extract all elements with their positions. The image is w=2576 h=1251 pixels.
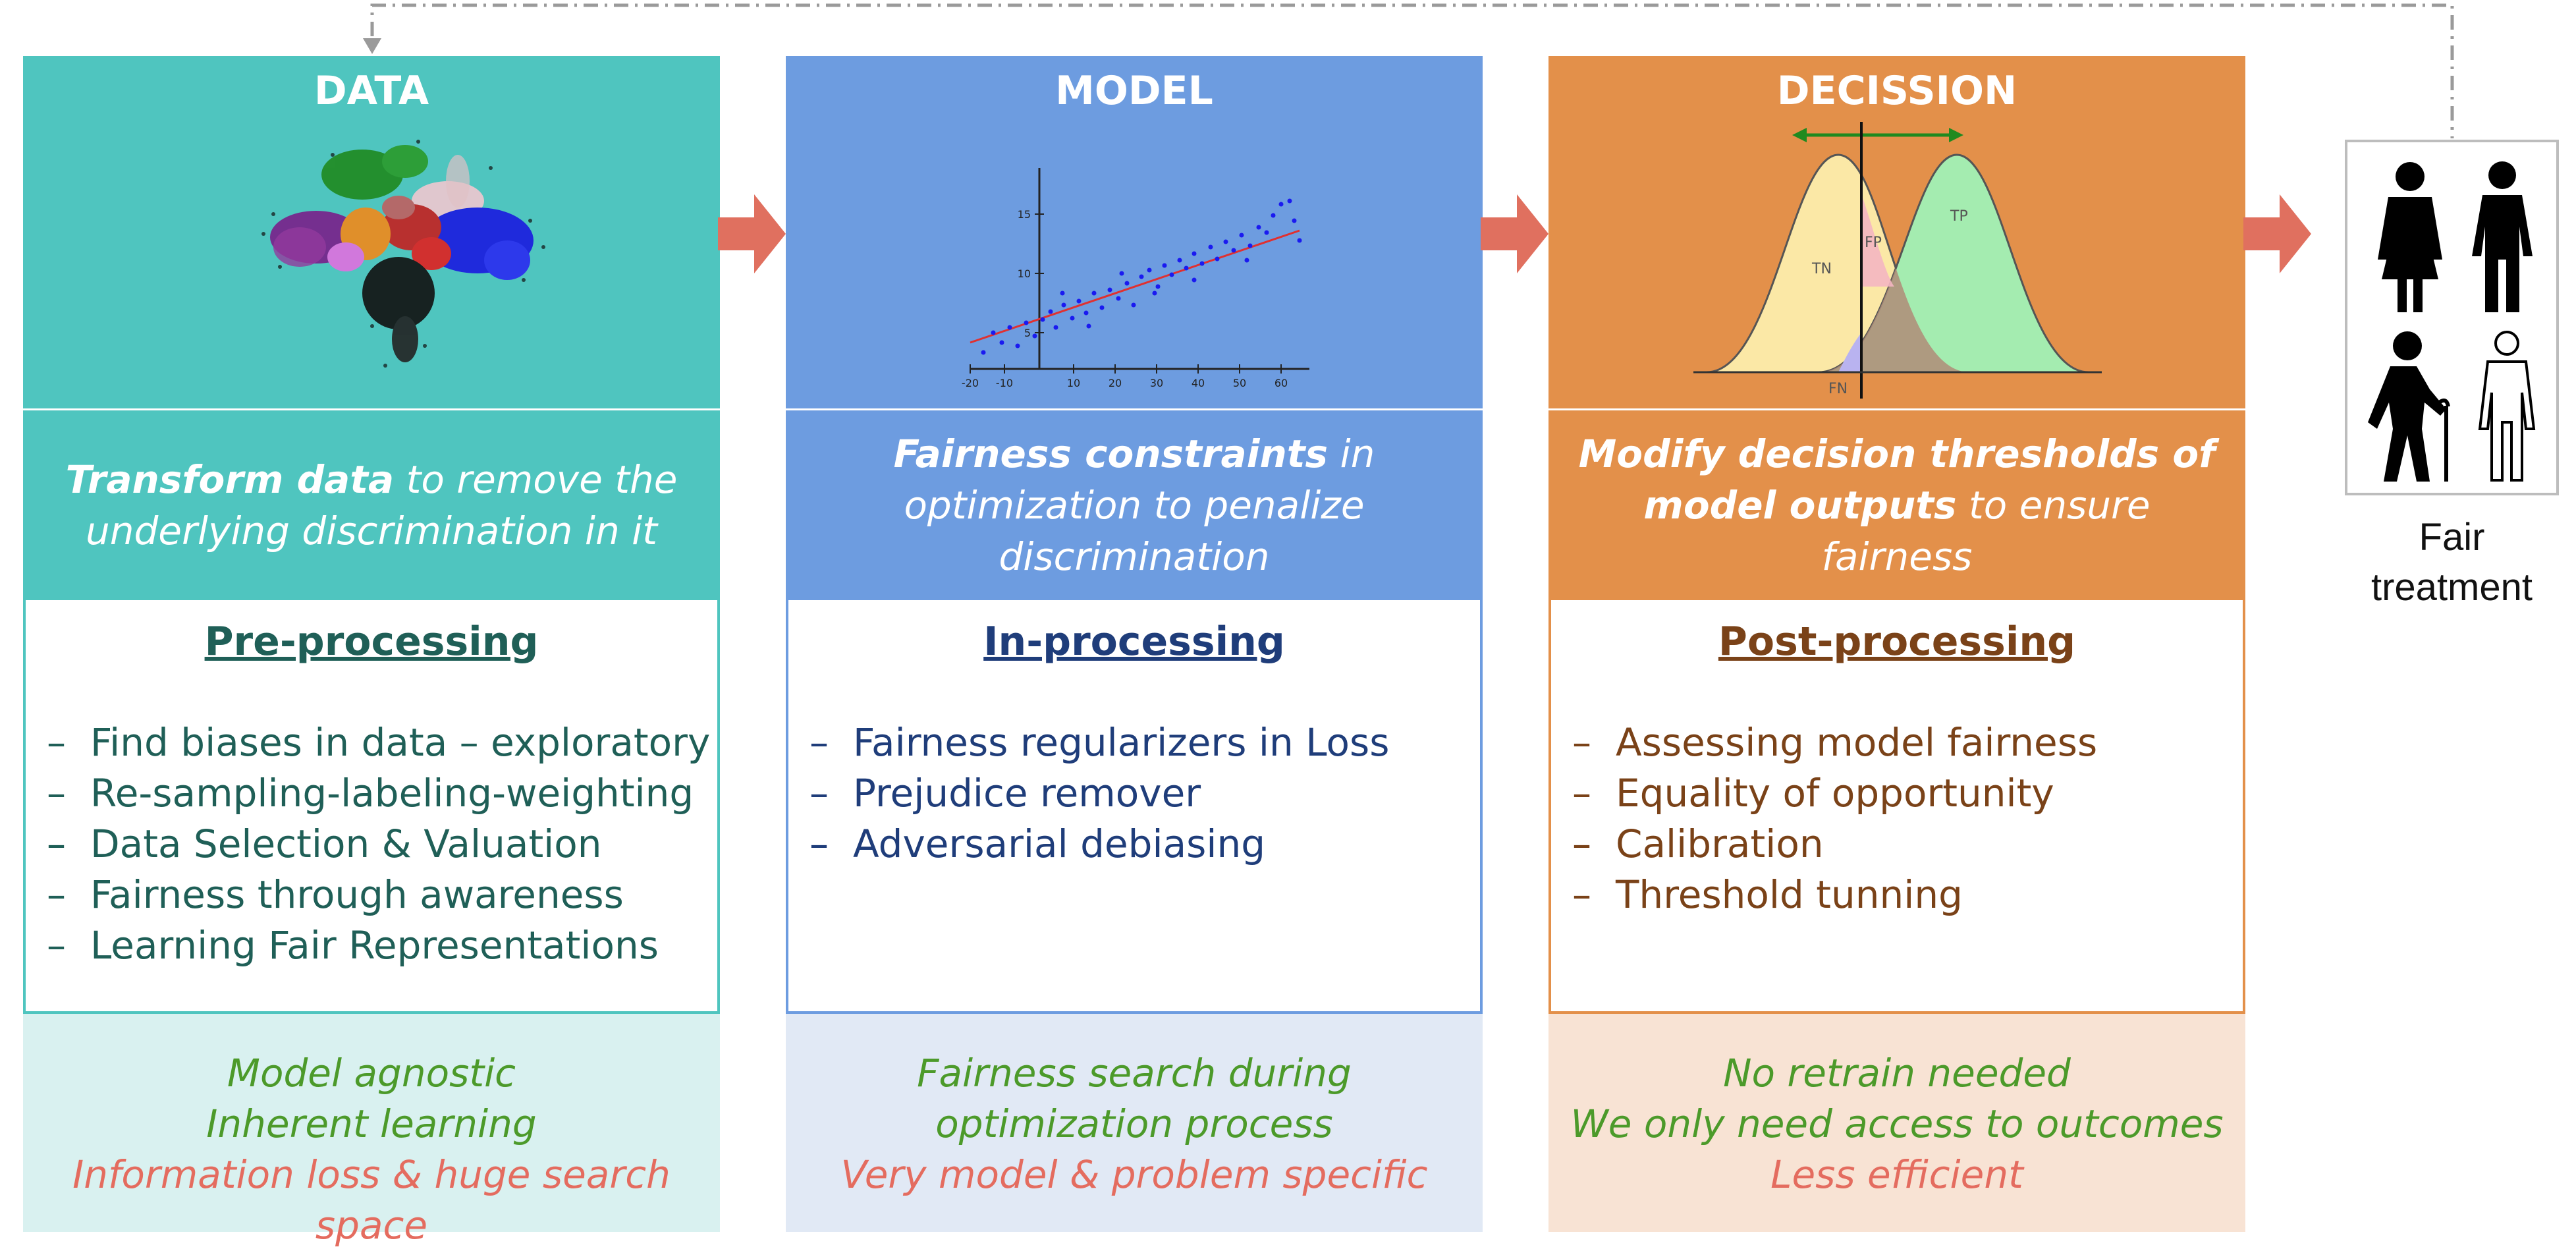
model-description-bold: Fairness constraints <box>893 431 1329 476</box>
fair-treatment-label: Fair treatment <box>2345 513 2559 613</box>
arrow-right-icon <box>1481 194 1548 273</box>
tp-label: TP <box>1950 208 1968 225</box>
model-header-title: MODEL <box>1055 68 1213 114</box>
list-item: –Assessing model fairness <box>1572 720 2098 765</box>
fair-treatment-line1: Fair <box>2419 516 2485 559</box>
x-tick-label: 30 <box>1150 377 1163 389</box>
model-methods-panel: In-processing –Fairness regularizers in … <box>786 600 1483 1014</box>
x-tick-label: -10 <box>996 377 1013 389</box>
model-column: MODEL -20 -10 10 20 30 40 50 60 <box>786 56 1483 1232</box>
list-item: –Threshold tunning <box>1572 872 1963 917</box>
list-item: –Data Selection & Valuation <box>47 821 602 866</box>
x-tick-label: 10 <box>1067 377 1080 389</box>
model-methods-list: –Fairness regularizers in Loss –Prejudic… <box>809 717 1389 870</box>
data-column: DATA <box>23 56 720 1248</box>
x-tick-label: -20 <box>962 377 979 389</box>
data-header-panel: DATA <box>23 56 720 408</box>
decision-header-title: DECISSION <box>1776 68 2017 114</box>
decision-column: DECISSION TN FP TP <box>1548 56 2245 1232</box>
list-item: –Prejudice remover <box>809 771 1201 816</box>
data-cluster-scatter-image <box>261 140 545 368</box>
person-outline-icon <box>2478 331 2536 482</box>
fn-label: FN <box>1828 381 1848 397</box>
decision-section-title: Post-processing <box>1718 619 2076 665</box>
pro-text: optimization process <box>935 1101 1333 1146</box>
elderly-person-icon <box>2368 331 2450 482</box>
regression-plot-image: -20 -10 10 20 30 40 50 60 5 10 15 <box>957 155 1313 392</box>
pro-text: We only need access to outcomes <box>1570 1101 2224 1146</box>
list-item: –Find biases in data – exploratory <box>47 720 711 765</box>
decision-header-panel: DECISSION TN FP TP <box>1548 56 2245 408</box>
x-tick-label: 40 <box>1192 377 1205 389</box>
model-description: Fairness constraints in optimization to … <box>786 408 1483 600</box>
tn-label: TN <box>1811 261 1832 277</box>
con-text: Less efficient <box>1770 1152 2023 1197</box>
regression-points <box>981 198 1302 355</box>
fp-label: FP <box>1865 235 1882 251</box>
pro-text: Model agnostic <box>227 1051 516 1096</box>
data-description-rest: to remove the underlying discrimination … <box>85 457 678 553</box>
arrow-right-icon <box>2243 194 2311 273</box>
decision-description-rest: to ensure fairness <box>1821 483 2151 579</box>
list-item: –Re-sampling-labeling-weighting <box>47 771 694 816</box>
con-text: Very model & problem specific <box>840 1152 1428 1197</box>
data-methods-list: –Find biases in data – exploratory –Re-s… <box>47 717 710 971</box>
list-item: –Equality of opportunity <box>1572 771 2054 816</box>
decision-tradeoffs-text: No retrain needed We only need access to… <box>1548 1014 2245 1200</box>
list-item: –Fairness through awareness <box>47 872 624 917</box>
arrow-right-icon <box>718 194 786 273</box>
pro-text: Fairness search during <box>917 1051 1352 1096</box>
model-tradeoffs-text: Fairness search during optimization proc… <box>786 1014 1483 1200</box>
list-item: –Adversarial debiasing <box>809 821 1266 866</box>
threshold-distribution-image: TN FP TP FN <box>1693 122 2102 399</box>
data-header-title: DATA <box>314 68 429 114</box>
people-icons-box <box>2345 140 2559 495</box>
data-methods-panel: Pre-processing –Find biases in data – ex… <box>23 600 720 1014</box>
model-tradeoffs-panel: Fairness search during optimization proc… <box>786 1014 1483 1232</box>
x-tick-label: 60 <box>1274 377 1288 389</box>
decision-description-bold: Modify decision thresholds of model outp… <box>1578 431 2216 528</box>
data-description-bold: Transform data <box>65 457 395 502</box>
man-icon <box>2472 161 2533 312</box>
data-description: Transform data to remove the underlying … <box>23 408 720 600</box>
data-section-title: Pre-processing <box>204 619 539 665</box>
con-text: Information loss & huge search space <box>72 1152 671 1248</box>
y-tick-label: 15 <box>1018 208 1031 221</box>
data-description-text: Transform data to remove the underlying … <box>49 454 694 557</box>
list-item: –Fairness regularizers in Loss <box>809 720 1390 765</box>
decision-methods-list: –Assessing model fairness –Equality of o… <box>1572 717 2097 920</box>
y-tick-label: 10 <box>1018 267 1031 280</box>
model-description-text: Fairness constraints in optimization to … <box>812 428 1456 582</box>
list-item: –Learning Fair Representations <box>47 923 659 968</box>
x-tick-label: 50 <box>1233 377 1246 389</box>
woman-icon <box>2378 162 2442 312</box>
model-section-title: In-processing <box>983 619 1285 665</box>
pro-text: No retrain needed <box>1723 1051 2071 1096</box>
decision-description: Modify decision thresholds of model outp… <box>1548 408 2245 600</box>
data-tradeoffs-text: Model agnostic Inherent learning Informa… <box>23 1014 720 1251</box>
x-tick-label: 20 <box>1109 377 1122 389</box>
model-header-panel: MODEL -20 -10 10 20 30 40 50 60 <box>786 56 1483 408</box>
decision-description-text: Modify decision thresholds of model outp… <box>1575 428 2219 582</box>
decision-methods-panel: Post-processing –Assessing model fairnes… <box>1548 600 2245 1014</box>
model-description-rest: in optimization to penalize discriminati… <box>904 431 1375 579</box>
feedback-loop-line <box>363 3 2454 138</box>
pro-text: Inherent learning <box>206 1101 537 1146</box>
data-tradeoffs-panel: Model agnostic Inherent learning Informa… <box>23 1014 720 1248</box>
list-item: –Calibration <box>1572 821 1824 866</box>
decision-tradeoffs-panel: No retrain needed We only need access to… <box>1548 1014 2245 1232</box>
fair-treatment-line2: treatment <box>2371 566 2533 609</box>
y-tick-label: 5 <box>1024 327 1031 339</box>
